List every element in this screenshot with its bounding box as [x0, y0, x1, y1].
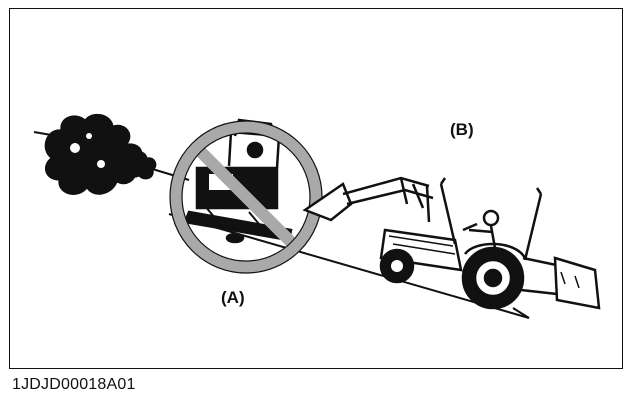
label-a: (A)	[221, 288, 245, 307]
prohibition-sign-icon	[169, 120, 323, 274]
slope-line	[168, 213, 530, 319]
tractor-loader-on-slope-icon	[302, 176, 601, 319]
label-b: (B)	[450, 120, 474, 139]
dust-cloud-icon	[33, 113, 190, 195]
figure-id: 1JDJD00018A01	[12, 376, 136, 393]
illustration	[33, 113, 601, 319]
